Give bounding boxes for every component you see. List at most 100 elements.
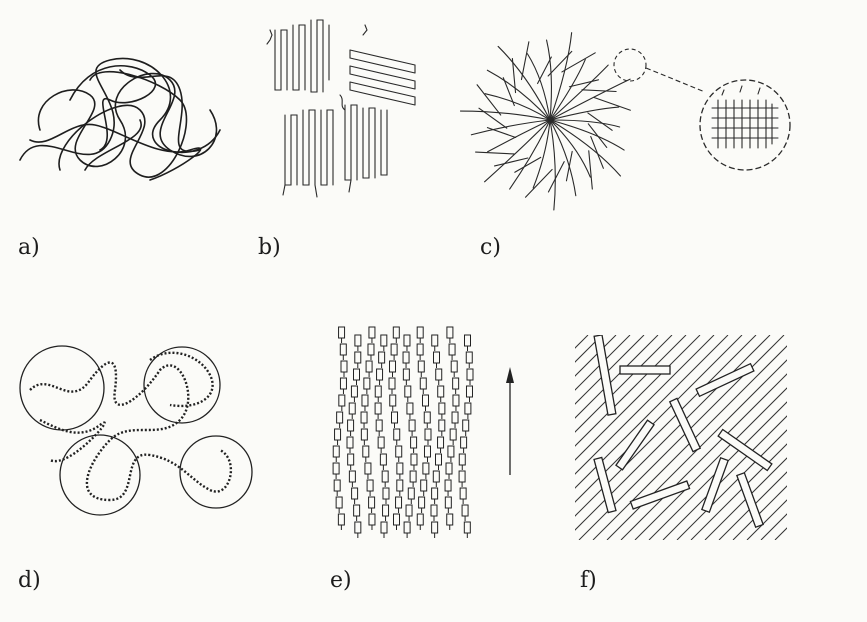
chain-segment — [462, 505, 468, 516]
panel-c-label: c) — [480, 235, 501, 260]
chain-segment — [425, 429, 431, 440]
panel-a-label: a) — [18, 235, 40, 260]
chain-segment — [408, 488, 414, 499]
chain-segment — [453, 378, 459, 389]
chain-segment — [451, 361, 457, 372]
chain-segment — [446, 463, 452, 474]
chain-segment — [465, 403, 471, 414]
chain-segment — [448, 446, 454, 457]
chain-segment — [348, 454, 354, 465]
chain-segment — [449, 344, 455, 355]
chain-segment — [363, 446, 369, 457]
chain-segment — [438, 437, 444, 448]
panel-f-rods-in-matrix — [575, 335, 795, 545]
chain-segment — [349, 471, 355, 482]
chain-segment — [337, 412, 343, 423]
chain-segment — [421, 480, 427, 491]
chain-segment — [348, 420, 354, 431]
chain-segment — [418, 361, 424, 372]
chain-segment — [338, 514, 344, 525]
chain-segment — [354, 505, 360, 516]
chain-segment — [352, 488, 358, 499]
chain-segment — [431, 505, 437, 516]
chain-segment — [336, 497, 342, 508]
spherulite-drawing — [460, 20, 820, 220]
rods-in-matrix-drawing — [575, 335, 795, 545]
chain-segment — [447, 514, 453, 525]
panel-e-oriented-chains — [320, 315, 540, 545]
chain-segment — [380, 454, 386, 465]
panel-c-spherulite — [460, 20, 820, 220]
chain-segment — [417, 514, 423, 525]
chain-segment — [368, 344, 374, 355]
chain-segment — [403, 352, 409, 363]
panel-d-label: d) — [18, 568, 41, 593]
chain-segment — [419, 497, 425, 508]
rod — [594, 457, 616, 512]
chain-segment — [333, 463, 339, 474]
chain-segment — [335, 429, 341, 440]
chain-segment — [404, 522, 410, 533]
chain-segment — [436, 369, 442, 380]
chain-segment — [393, 327, 399, 338]
chain-segment — [361, 412, 367, 423]
folded-lamellae-drawing — [255, 0, 425, 210]
chain-segment — [464, 522, 470, 533]
chain-segment — [466, 386, 472, 397]
chain-segment — [396, 497, 402, 508]
chain-segment — [351, 386, 357, 397]
coil-domains-drawing — [10, 330, 260, 530]
chain-segment — [361, 429, 367, 440]
chain-segment — [339, 395, 345, 406]
chain-segment — [410, 471, 416, 482]
chain-segment — [432, 488, 438, 499]
oriented-chain-group — [333, 327, 473, 538]
chain-segment — [406, 505, 412, 516]
chain-segment — [434, 352, 440, 363]
chain-segment — [394, 429, 400, 440]
chain-segment — [383, 505, 389, 516]
chain-segment — [369, 497, 375, 508]
chain-segment — [369, 514, 375, 525]
chain-segment — [463, 420, 469, 431]
chain-segment — [445, 480, 451, 491]
chain-segment — [459, 471, 465, 482]
chain-segment — [417, 344, 423, 355]
panel-d-coil-domains — [10, 330, 260, 530]
rod — [696, 364, 754, 397]
chain-segment — [422, 395, 428, 406]
chain-segment — [362, 395, 368, 406]
chain-segment — [420, 378, 426, 389]
chain-segment — [461, 437, 467, 448]
chain-segment — [378, 437, 384, 448]
chain-segment — [333, 446, 339, 457]
panel-f-label: f) — [580, 568, 597, 593]
chain-segment — [438, 386, 444, 397]
chain-segment — [407, 403, 413, 414]
panel-b-label: b) — [258, 235, 281, 260]
chain-segment — [367, 480, 373, 491]
chain-segment — [453, 395, 459, 406]
chain-segment — [364, 378, 370, 389]
chain-segment — [340, 344, 346, 355]
chain-segment — [353, 369, 359, 380]
chain-segment — [381, 335, 387, 346]
chain-segment — [404, 335, 410, 346]
panel-e-label: e) — [330, 568, 352, 593]
random-coil-drawing — [0, 0, 260, 230]
panel-a-random-coil — [0, 0, 260, 230]
chain-segment — [409, 420, 415, 431]
chain-segment — [393, 514, 399, 525]
chain-segment — [349, 403, 355, 414]
rod — [620, 366, 670, 374]
chain-segment — [365, 463, 371, 474]
chain-segment — [467, 369, 473, 380]
chain-segment — [339, 327, 345, 338]
chain-segment — [432, 335, 438, 346]
chain-segment — [381, 522, 387, 533]
chain-segment — [355, 335, 361, 346]
chain-segment — [432, 522, 438, 533]
chain-segment — [435, 454, 441, 465]
chain-segment — [382, 471, 388, 482]
